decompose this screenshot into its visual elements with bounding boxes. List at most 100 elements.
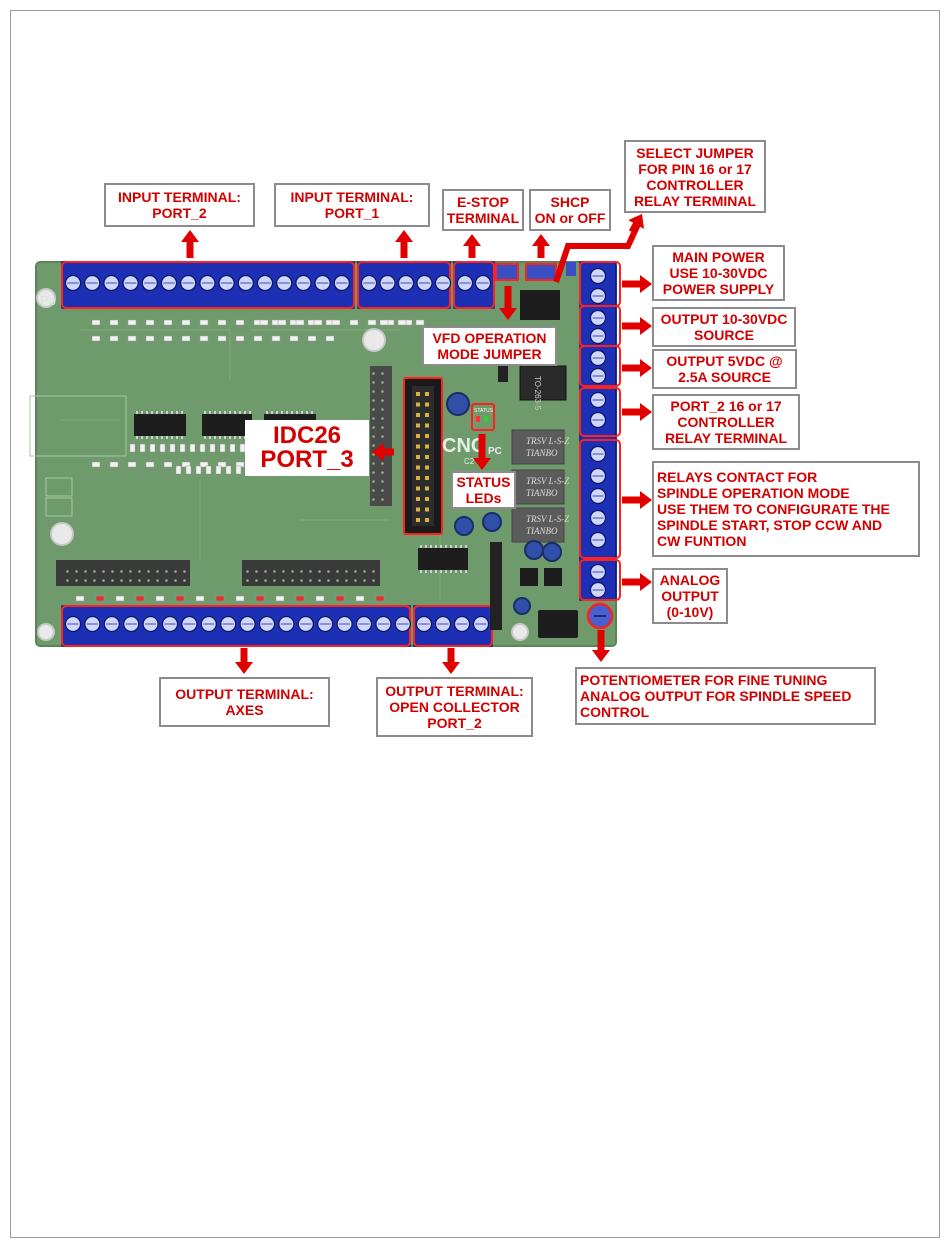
arrow-right-icon (622, 573, 652, 591)
arrow-down-icon (442, 648, 460, 674)
screw-terminal-icon (589, 531, 607, 549)
screw-terminal-icon (64, 274, 82, 292)
screw-terminal-icon (220, 615, 237, 633)
screw-terminal-icon (589, 349, 607, 367)
arrow-up-icon (463, 234, 481, 258)
screw-terminal-icon (122, 274, 139, 292)
screw-terminal-icon (589, 391, 607, 409)
arrow-down-icon (473, 434, 491, 470)
capacitors (446, 392, 562, 615)
svg-text:TIANBO: TIANBO (526, 448, 558, 458)
arrow-up-icon (532, 234, 550, 258)
regulator: TO-263-5 (519, 365, 567, 411)
screw-terminal-icon (375, 615, 392, 633)
jumpers (495, 262, 576, 382)
callout-potentiometer: POTENTIOMETER FOR FINE TUNING ANALOG OUT… (575, 667, 876, 725)
arrow-right-icon (622, 491, 652, 509)
arrow-group (181, 214, 652, 674)
screw-terminal-icon (434, 274, 452, 292)
screw-terminal-icon (64, 615, 82, 633)
screw-terminal-icon (589, 287, 607, 305)
screw-terminal-icon (453, 615, 471, 633)
screw-terminal-icon (181, 615, 198, 633)
relay-group: TRSV L-S-Z TIANBO TRSV L-S-Z TIANBO TRSV… (511, 429, 570, 543)
callout-main-power: MAIN POWER USE 10-30VDC POWER SUPPLY (652, 245, 785, 301)
arrow-right-icon (622, 359, 652, 377)
page-frame (10, 10, 940, 1238)
svg-text:TRSV L-S-Z: TRSV L-S-Z (526, 436, 570, 446)
screw-terminal-icon (589, 509, 607, 527)
arrow-up-icon (181, 230, 199, 258)
header-pins (56, 366, 502, 630)
svg-text:TIANBO: TIANBO (526, 526, 558, 536)
svg-text:TO-263-5: TO-263-5 (533, 376, 542, 411)
screw-terminal-icon (589, 367, 607, 385)
screw-terminal-icon (239, 615, 256, 633)
callout-input-port1: INPUT TERMINAL: PORT_1 (274, 183, 430, 227)
screw-terminal-icon (415, 615, 433, 633)
screw-terminal-icon (589, 445, 607, 463)
screw-terminal-icon (589, 467, 607, 485)
screw-terminal-icon (258, 615, 276, 633)
arrow-down-icon (235, 648, 253, 674)
screw-terminal-icon (397, 274, 415, 292)
svg-text:TIANBO: TIANBO (526, 488, 558, 498)
brand-mark: CNC PC C2 (442, 435, 502, 466)
arrow-up-icon (395, 230, 413, 258)
screw-terminal-icon (456, 274, 474, 292)
potentiometer (586, 602, 614, 630)
screw-terminal-icon (84, 615, 101, 633)
svg-text:TRSV L-S-Z: TRSV L-S-Z (526, 476, 570, 486)
screw-terminal-icon (256, 274, 274, 292)
idc26-connector (403, 377, 443, 535)
screw-terminal-icon (160, 274, 178, 292)
screw-terminal-icon (317, 615, 334, 633)
callout-output-5vdc: OUTPUT 5VDC @ 2.5A SOURCE (652, 349, 797, 389)
screw-terminal-icon (276, 274, 293, 292)
screw-terminal-icon (589, 563, 607, 581)
svg-text:PC: PC (488, 446, 502, 457)
screw-terminal-icon (589, 267, 607, 285)
screw-terminal-icon (103, 274, 120, 292)
arrow-down-icon (592, 630, 610, 662)
arrow-right-icon (622, 275, 652, 293)
screw-terminal-icon (589, 327, 607, 345)
screw-terminal-icon (278, 615, 295, 633)
arrow-left-icon (372, 443, 394, 461)
screw-terminal-icon (434, 615, 452, 633)
screw-terminal-icon (84, 274, 101, 292)
screw-terminal-icon (589, 581, 607, 599)
svg-text:CNC: CNC (442, 435, 485, 457)
screw-terminal-icon (589, 487, 607, 505)
callout-output-open-collector: OUTPUT TERMINAL: OPEN COLLECTOR PORT_2 (376, 677, 533, 737)
svg-text:TRSV L-S-Z: TRSV L-S-Z (526, 514, 570, 524)
screw-terminal-icon (379, 274, 396, 292)
status-led-group: STATUS (471, 403, 495, 431)
callout-estop: E-STOP TERMINAL (442, 189, 524, 231)
screw-terminal-icon (394, 615, 411, 633)
screw-terminal-icon (237, 274, 254, 292)
screw-terminal-icon (416, 274, 433, 292)
callout-output-10-30vdc: OUTPUT 10-30VDC SOURCE (652, 307, 796, 347)
callout-port2-relay: PORT_2 16 or 17 CONTROLLER RELAY TERMINA… (652, 394, 800, 450)
svg-text:STATUS: STATUS (474, 408, 494, 414)
screw-terminal-icon (474, 274, 492, 292)
callout-status-leds: STATUS LEDs (451, 471, 516, 509)
screw-terminal-icon (295, 274, 312, 292)
arrow-right-icon (622, 317, 652, 335)
callout-relays-contact: RELAYS CONTACT FOR SPINDLE OPERATION MOD… (652, 461, 920, 557)
arrow-down-icon (499, 286, 517, 320)
callout-vfd-jumper: VFD OPERATION MODE JUMPER (422, 326, 557, 366)
callout-input-port2: INPUT TERMINAL: PORT_2 (104, 183, 255, 227)
pb-mark: Pb (40, 293, 56, 308)
screw-terminal-icon (297, 615, 314, 633)
svg-text:C2: C2 (464, 457, 475, 466)
screw-terminal-icon (141, 274, 158, 292)
screw-terminal-icon (589, 309, 607, 327)
screw-terminal-icon (355, 615, 373, 633)
screw-terminal-icon (589, 411, 607, 429)
screw-terminal-icon (218, 274, 235, 292)
screw-terminal-icon (123, 615, 140, 633)
callout-output-axes: OUTPUT TERMINAL: AXES (159, 677, 330, 727)
screw-terminal-icon (360, 274, 378, 292)
